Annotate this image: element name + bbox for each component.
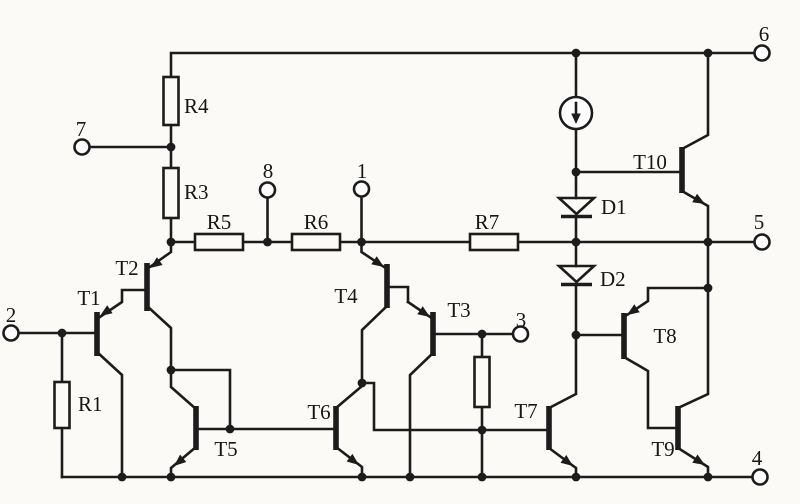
diode-D2	[555, 264, 598, 287]
resistor-R4	[162, 75, 180, 127]
pin1-label: 1	[357, 159, 368, 183]
t2-pnp-arrow-icon	[150, 257, 163, 268]
resistor-R3	[162, 166, 180, 220]
t3-label: T3	[447, 298, 470, 322]
resistor-R1	[53, 380, 71, 430]
transistor-T9	[675, 406, 705, 465]
d1-label: D1	[601, 195, 627, 219]
t1-pnp-arrow-icon	[100, 305, 113, 316]
r3-label: R3	[184, 180, 209, 204]
pin3-label: 3	[516, 308, 527, 332]
t4-label: T4	[334, 284, 358, 308]
transistor-T1	[94, 305, 113, 356]
pin7-label: 7	[76, 117, 87, 141]
terminal-6	[753, 44, 771, 62]
resistor-R7	[468, 232, 520, 252]
t9-npn-arrow-icon	[692, 454, 705, 465]
t3-pnp-arrow-icon	[417, 306, 430, 317]
labels: 7 2 8 1 3 6 5 4 R4 R3 R1 R5 R6 R7 T1 T2 …	[6, 22, 770, 470]
t7-label: T7	[514, 399, 537, 423]
pin6-label: 6	[759, 22, 770, 46]
t8-label: T8	[653, 324, 676, 348]
transistor-T3	[417, 306, 436, 356]
r1-label: R1	[78, 392, 103, 416]
transistor-T4	[371, 256, 390, 308]
pin5-label: 5	[754, 210, 765, 234]
current-source	[558, 95, 594, 131]
resistor-R6	[290, 232, 342, 252]
t1-label: T1	[77, 286, 100, 310]
resistor-unlabeled	[473, 355, 491, 409]
t4-pnp-arrow-icon	[371, 256, 384, 267]
pin8-label: 8	[263, 159, 274, 183]
t9-label: T9	[651, 437, 674, 461]
terminal-4	[751, 468, 769, 486]
t5-label: T5	[214, 437, 237, 461]
resistor-R5	[193, 232, 245, 252]
t5-npn-arrow-icon	[174, 454, 187, 466]
d2-label: D2	[600, 267, 626, 291]
current-source-arrow-icon	[571, 113, 581, 124]
t6-npn-arrow-icon	[346, 453, 359, 465]
junction-dots	[57, 48, 713, 482]
terminals	[2, 44, 771, 486]
r4-label: R4	[184, 94, 209, 118]
t10-npn-arrow-icon	[692, 193, 705, 204]
t6-label: T6	[307, 400, 330, 424]
terminal-3	[511, 325, 530, 343]
terminal-5	[753, 233, 771, 251]
transistor-T8	[621, 304, 640, 359]
transistor-T7	[546, 406, 573, 466]
t10-label: T10	[633, 150, 667, 174]
transistor-T10	[679, 147, 705, 204]
terminal-1	[352, 180, 371, 198]
terminal-7	[73, 138, 91, 156]
transistor-T5	[174, 406, 199, 466]
t7-npn-arrow-icon	[560, 455, 573, 466]
r6-label: R6	[304, 210, 329, 234]
pin2-label: 2	[6, 303, 17, 327]
pin4-label: 4	[752, 446, 763, 470]
r7-label: R7	[475, 210, 500, 234]
t8-pnp-arrow-icon	[627, 304, 640, 315]
transistor-T6	[333, 406, 359, 465]
r5-label: R5	[207, 210, 232, 234]
terminal-2	[2, 324, 20, 342]
diode-D1	[555, 196, 598, 219]
transistor-T2	[144, 257, 163, 311]
t2-label: T2	[115, 256, 138, 280]
terminal-8	[258, 181, 277, 199]
resistors	[53, 75, 520, 430]
